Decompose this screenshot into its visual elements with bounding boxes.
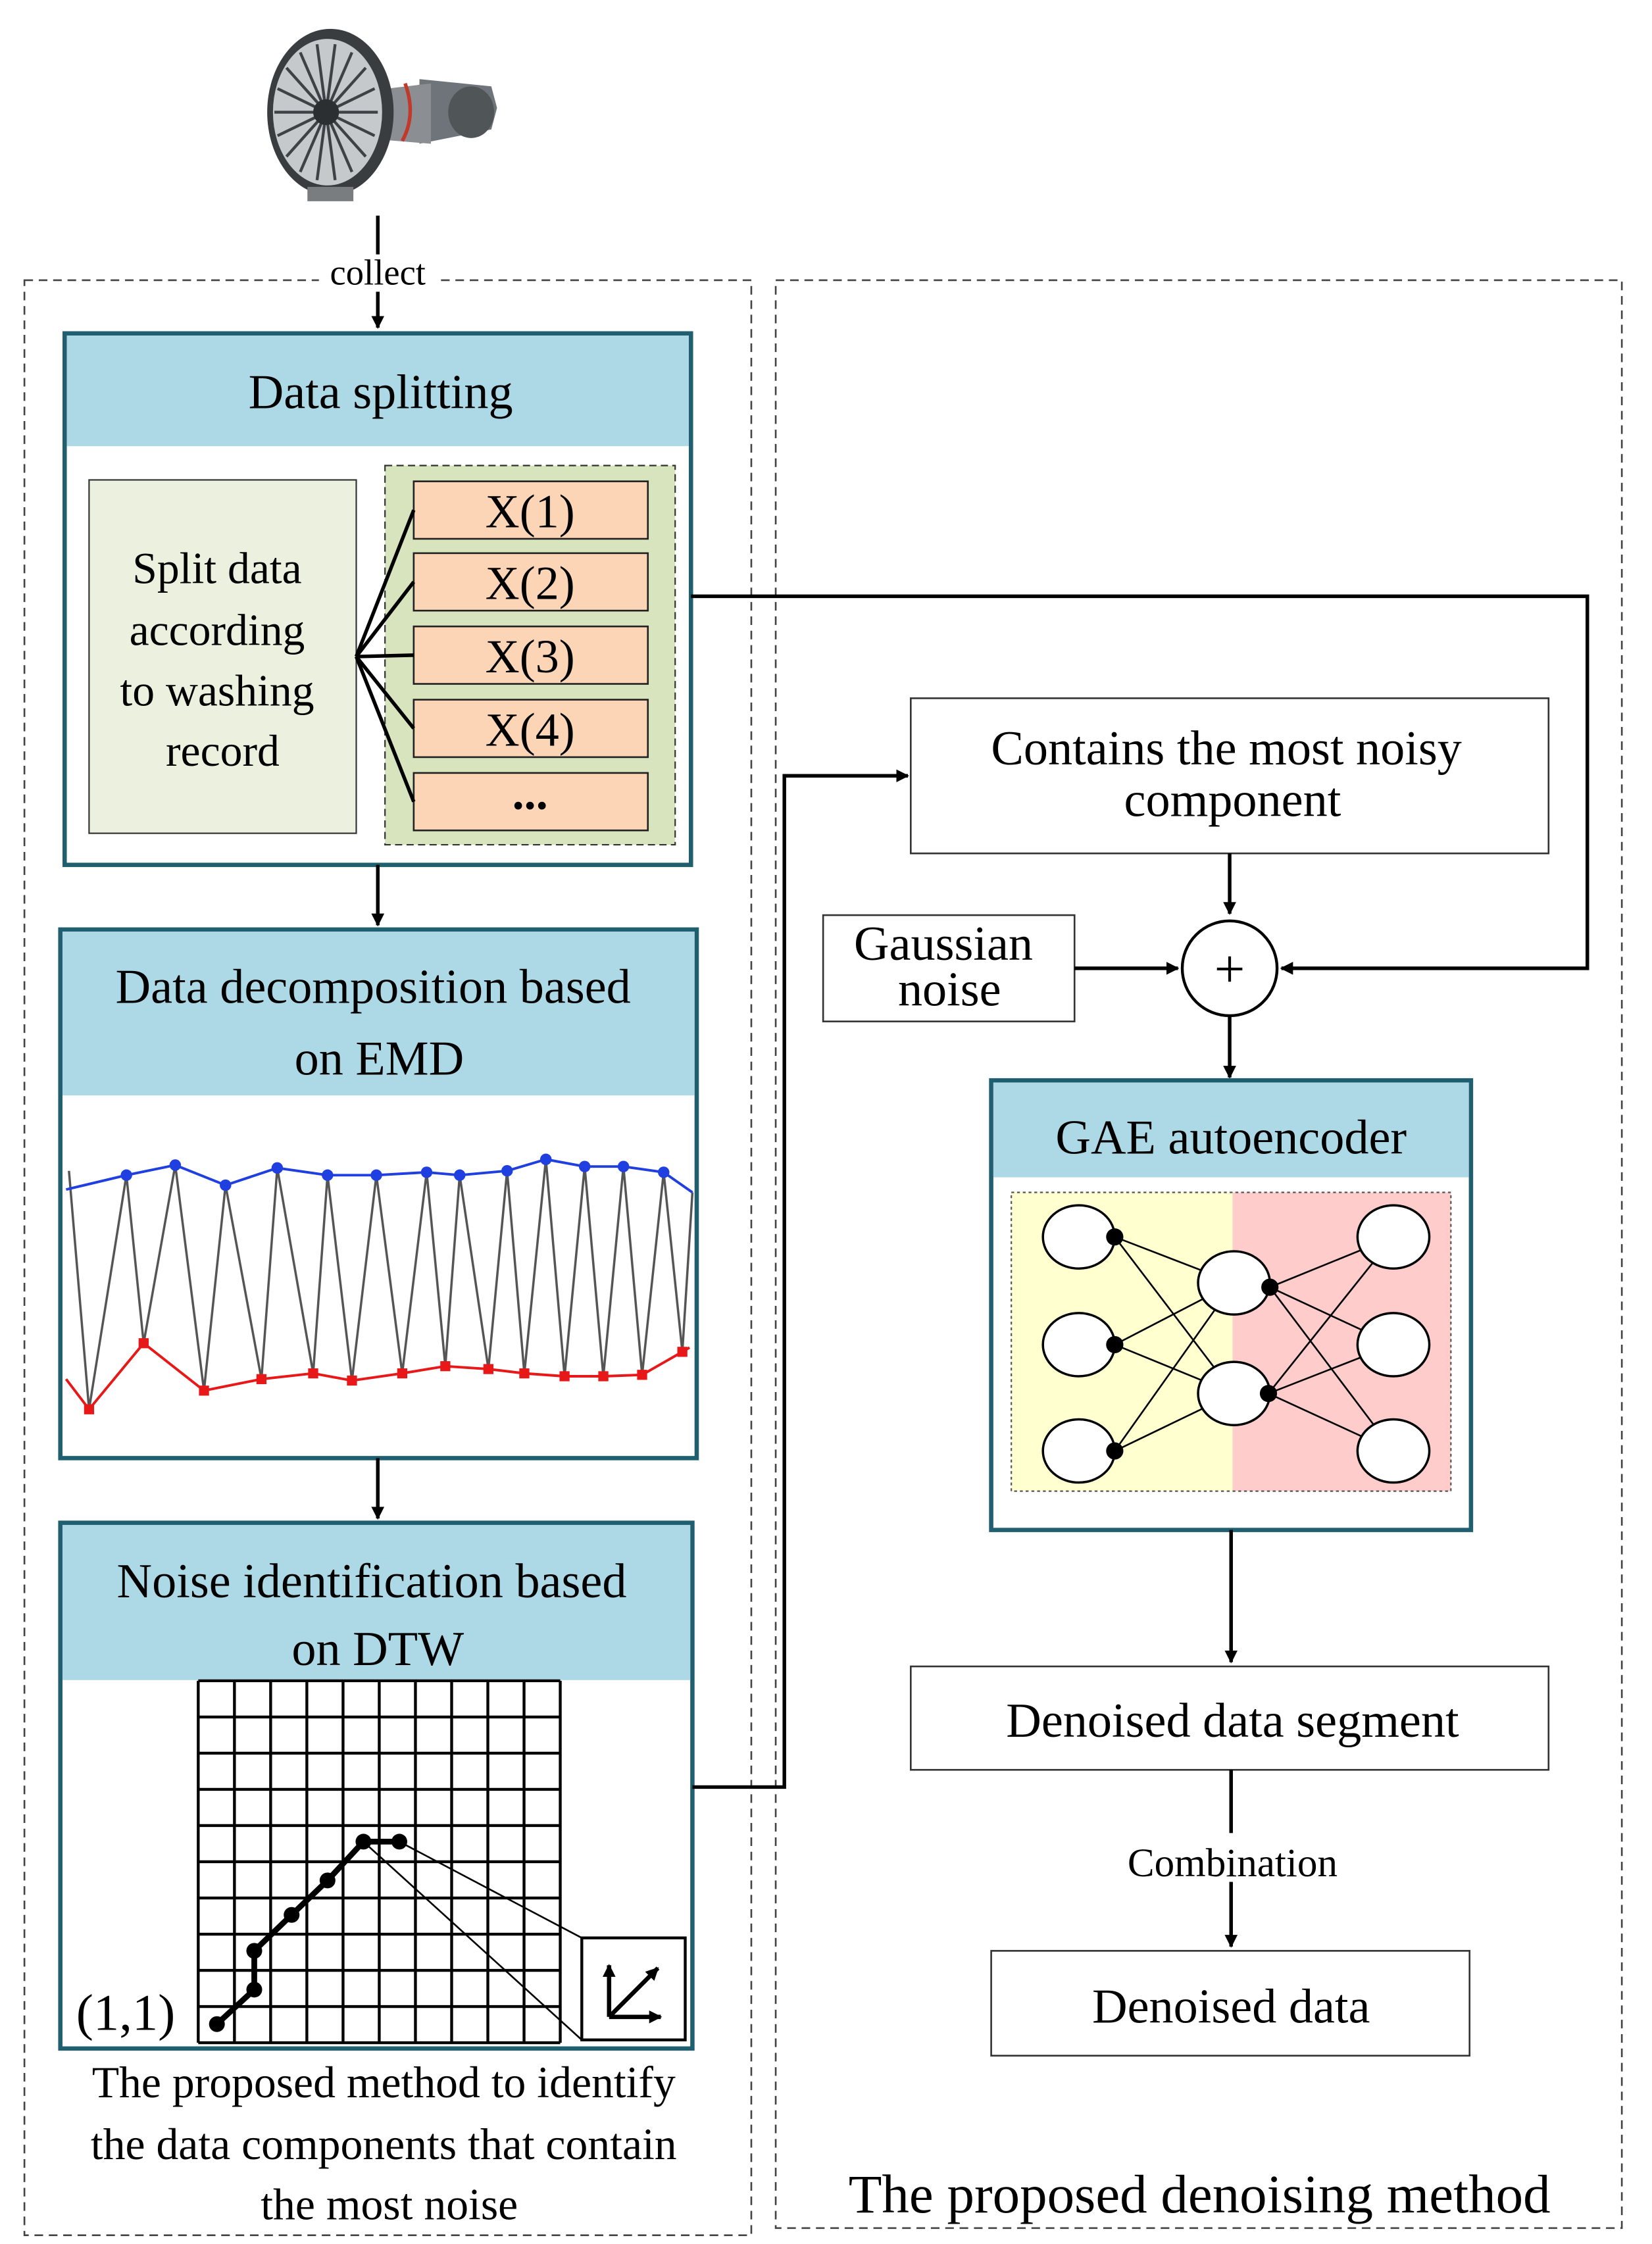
arrow-dtw-to-noisy-component: [692, 769, 909, 1789]
svg-text:Denoised data segment: Denoised data segment: [1006, 1694, 1459, 1748]
warping-path-point: [246, 1943, 263, 1959]
svg-text:Gaussian noise: Gaussian noise: [854, 917, 1045, 1017]
arrow-segment-to-sum: [691, 594, 1589, 975]
upper-extremum-point: [617, 1160, 630, 1172]
data-splitting-panel: Data splitting Split data according to w…: [62, 331, 693, 867]
dtw-title: Noise identification based on DTW: [116, 1555, 639, 1676]
emd-title: Data decomposition based on EMD: [116, 960, 643, 1085]
turbofan-engine-icon: [259, 17, 499, 213]
lower-extremum-point: [347, 1375, 357, 1386]
segment-x3: X(3): [413, 625, 649, 685]
upper-extremum-point: [370, 1169, 382, 1182]
upper-extremum-point: [453, 1169, 466, 1182]
network-junction-dots: [1106, 1228, 1279, 1460]
lower-extremum-point: [483, 1364, 494, 1374]
upper-extremum-point: [501, 1165, 513, 1177]
svg-text:X(2): X(2): [486, 557, 575, 610]
warping-path-points: [209, 1833, 408, 2032]
gae-title: GAE autoencoder: [1055, 1111, 1407, 1165]
lower-extremum-point: [84, 1404, 95, 1414]
denoising-section-caption: The proposed denoising method: [849, 2164, 1551, 2224]
lower-extrema-points: [84, 1338, 688, 1414]
denoised-data-box: Denoised data: [990, 1950, 1471, 2057]
summation-symbol: +: [1214, 938, 1245, 999]
segment-x4: X(4): [413, 699, 649, 759]
lower-extremum-point: [559, 1371, 570, 1382]
identification-caption: The proposed method to identify the data…: [91, 2058, 688, 2230]
dtw-cost-grid: [197, 1679, 562, 2045]
collect-label: collect: [330, 253, 426, 293]
output-neuron: [1356, 1418, 1431, 1484]
hidden-neuron: [1197, 1250, 1271, 1316]
lower-extremum-point: [138, 1338, 149, 1349]
input-neuron: [1041, 1418, 1116, 1484]
split-fan-lines: [354, 509, 416, 803]
lower-extremum-point: [598, 1371, 609, 1382]
gae-autoencoder-panel: GAE autoencoder: [989, 1078, 1474, 1532]
summation-icon: +: [1180, 919, 1279, 1018]
upper-extremum-point: [322, 1169, 334, 1182]
lower-extremum-point: [199, 1385, 209, 1396]
svg-text:Contains the most noisy: Contains the most noisy component: [991, 722, 1474, 828]
lower-extremum-point: [256, 1374, 267, 1384]
hidden-neuron: [1197, 1360, 1271, 1426]
lower-envelope-line: [64, 1341, 691, 1412]
zoom-line-top: [399, 1841, 582, 1939]
svg-text:X(3): X(3): [486, 630, 575, 683]
upper-extremum-point: [120, 1169, 132, 1182]
gaussian-noise-box: Gaussian noise: [822, 914, 1076, 1022]
lower-extremum-point: [440, 1361, 451, 1372]
denoising-section-frame: [774, 279, 1623, 2230]
split-rule-box: [88, 479, 357, 834]
warping-path-point: [209, 2016, 225, 2032]
segment-x2: X(2): [413, 552, 649, 612]
output-neuron: [1356, 1312, 1431, 1378]
combination-label: Combination: [1128, 1841, 1338, 1885]
segment-more: ...: [413, 767, 649, 832]
emd-panel: Data decomposition based on EMD: [58, 927, 699, 1460]
upper-extremum-point: [220, 1179, 232, 1191]
data-splitting-title: Data splitting: [249, 365, 513, 419]
upper-extremum-point: [539, 1153, 552, 1166]
lower-extremum-point: [308, 1368, 318, 1379]
dtw-origin-label: (1,1): [76, 1984, 176, 2041]
upper-extremum-point: [420, 1166, 433, 1178]
dtw-panel: Noise identification based on DTW (1,1): [58, 1520, 695, 2051]
svg-text:...: ...: [513, 767, 548, 820]
warping-path-point: [284, 1907, 300, 1923]
split-rule-text: Split data according to washing record: [120, 544, 325, 776]
upper-extremum-point: [169, 1159, 182, 1171]
upper-extremum-point: [658, 1166, 670, 1178]
lower-extremum-point: [519, 1368, 530, 1379]
upper-extrema-points: [120, 1153, 670, 1191]
upper-extremum-point: [578, 1160, 591, 1172]
lower-extremum-point: [397, 1368, 408, 1379]
noisy-component-box: Contains the most noisy component: [910, 697, 1550, 855]
denoised-segment-box: Denoised data segment: [910, 1665, 1550, 1771]
warping-path-point: [319, 1872, 336, 1889]
lower-extremum-point: [637, 1370, 647, 1380]
svg-text:X(1): X(1): [486, 486, 575, 538]
lower-extremum-point: [677, 1347, 688, 1357]
output-neuron: [1356, 1204, 1431, 1270]
upper-extremum-point: [271, 1162, 284, 1174]
warping-path-point: [246, 1982, 263, 1998]
svg-text:X(4): X(4): [486, 703, 575, 756]
input-neuron: [1041, 1312, 1116, 1378]
svg-text:Denoised data: Denoised data: [1092, 1980, 1370, 2034]
emd-signal-plot: [64, 1153, 694, 1414]
input-neuron: [1041, 1204, 1116, 1270]
direction-arrows-icon: [580, 1936, 687, 2041]
segment-x1: X(1): [413, 480, 649, 540]
zoom-line-bottom: [363, 1841, 583, 2041]
